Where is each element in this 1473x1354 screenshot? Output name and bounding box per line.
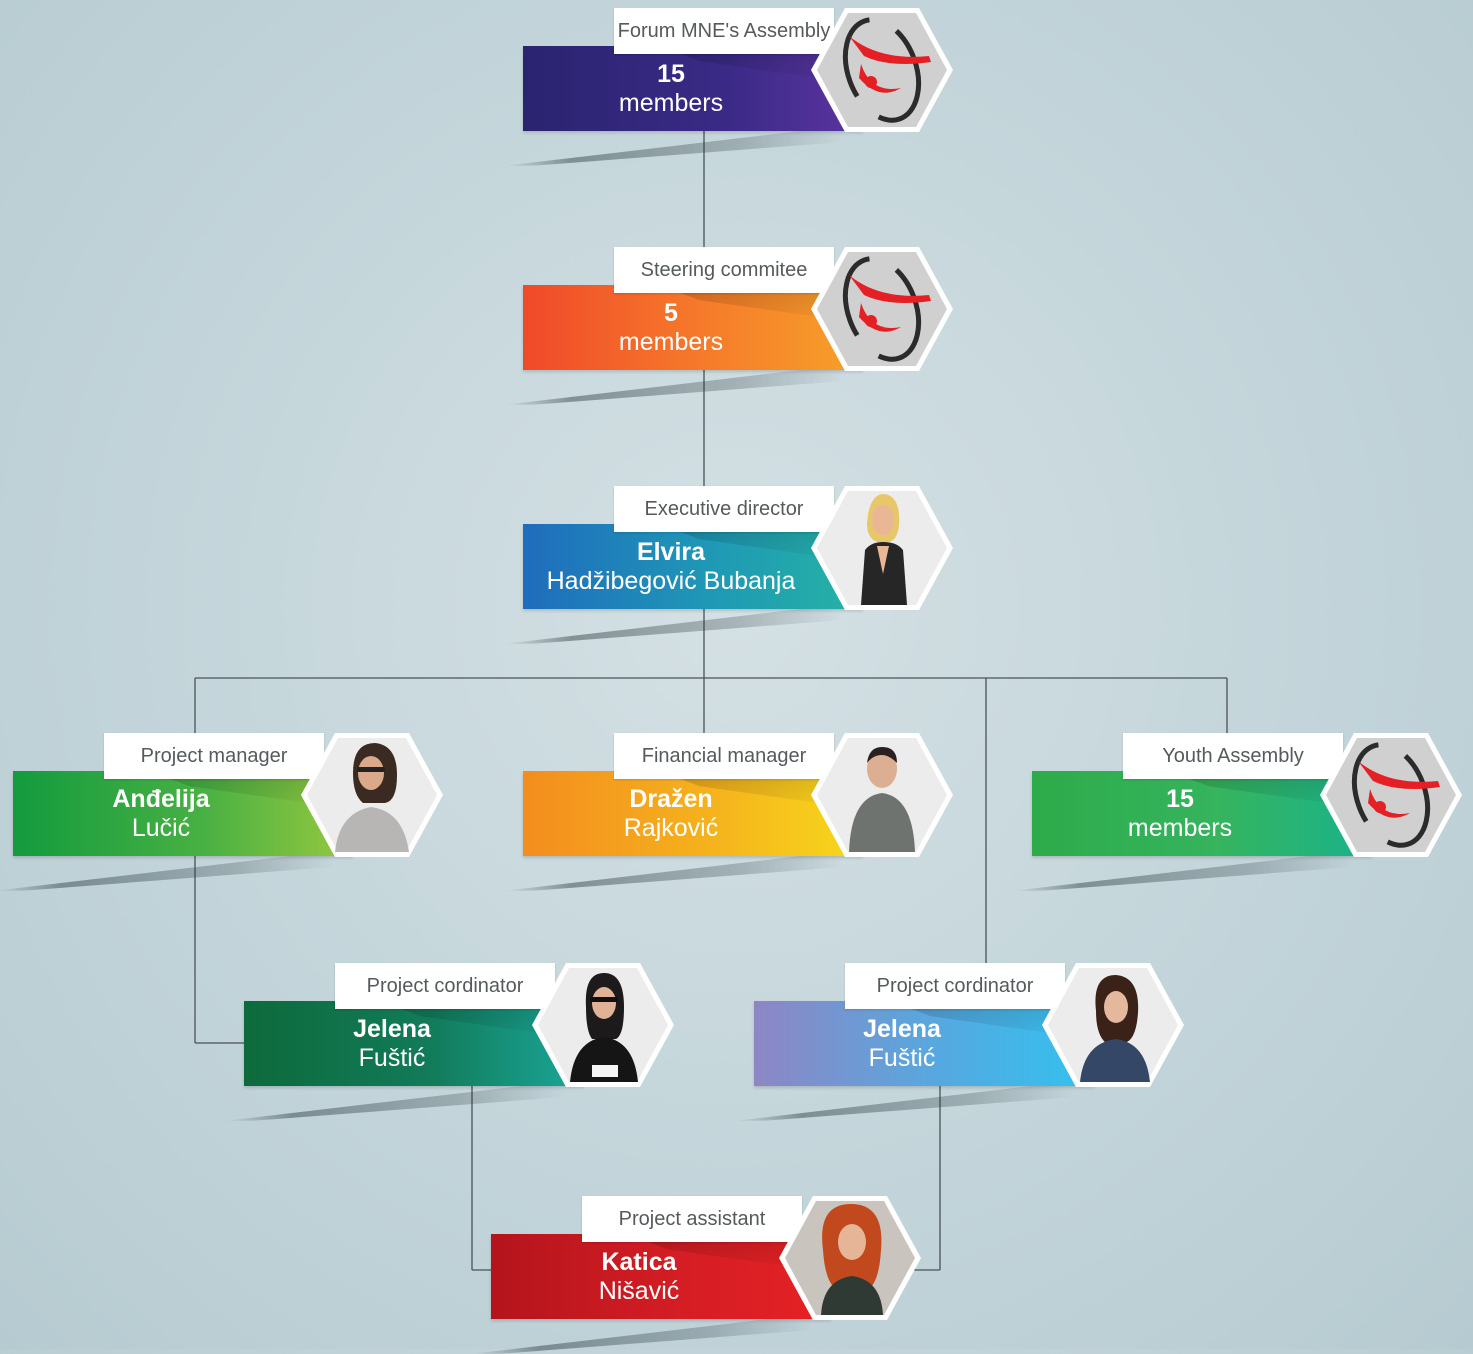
banner [523, 46, 863, 131]
banner [13, 771, 353, 856]
node-text: Katica Nišavić [491, 1234, 787, 1319]
member-count: 15 [657, 59, 685, 88]
node-text: Elvira Hadžibegović Bubanja [523, 524, 819, 609]
node-text: 15 members [523, 46, 819, 131]
member-unit: members [1127, 813, 1233, 842]
member-count: 15 [1166, 784, 1194, 813]
node-text: Jelena Fuštić [244, 1001, 540, 1086]
person-photo [811, 733, 953, 857]
person-last-name: Nišavić [598, 1276, 680, 1305]
person-last-name: Fuštić [868, 1043, 936, 1072]
banner [1032, 771, 1372, 856]
person-photo [1042, 963, 1184, 1087]
node-financial-manager: Financial manager Dražen Rajković [503, 733, 963, 891]
person-first-name: Jelena [863, 1014, 941, 1043]
banner [754, 1001, 1094, 1086]
banner [491, 1234, 831, 1319]
node-role-label: Project cordinator [335, 963, 555, 1009]
person-last-name: Hadžibegović Bubanja [546, 566, 796, 595]
person-last-name: Rajković [623, 813, 719, 842]
node-role-label: Project cordinator [845, 963, 1065, 1009]
member-unit: members [618, 88, 724, 117]
person-first-name: Elvira [636, 537, 706, 566]
node-text: Dražen Rajković [523, 771, 819, 856]
node-role-label: Project assistant [582, 1196, 802, 1242]
person-last-name: Lučić [131, 813, 191, 842]
node-executive-director: Executive director Elvira Hadžibegović B… [503, 486, 963, 644]
node-youth-assembly: Youth Assembly 15 members [1012, 733, 1472, 891]
node-text: 5 members [523, 285, 819, 370]
node-text: Anđelija Lučić [13, 771, 309, 856]
node-project-coordinator-left: Project cordinator Jelena Fuštić [224, 963, 684, 1121]
node-forum-assembly: Forum MNE's Assembly 15 members [503, 8, 963, 166]
banner [523, 285, 863, 370]
banner [244, 1001, 584, 1086]
member-count: 5 [664, 298, 678, 327]
node-project-coordinator-right: Project cordinator Jelena Fuštić [734, 963, 1194, 1121]
banner [523, 524, 863, 609]
logo-icon [1320, 733, 1462, 857]
banner [523, 771, 863, 856]
person-first-name: Anđelija [112, 784, 210, 813]
node-project-manager: Project manager Anđelija Lučić [0, 733, 453, 891]
node-role-label: Youth Assembly [1123, 733, 1343, 779]
member-unit: members [618, 327, 724, 356]
node-role-label: Forum MNE's Assembly [614, 8, 834, 54]
node-role-label: Financial manager [614, 733, 834, 779]
person-photo [301, 733, 443, 857]
person-photo [779, 1196, 921, 1320]
person-first-name: Dražen [629, 784, 713, 813]
node-role-label: Project manager [104, 733, 324, 779]
node-project-assistant: Project assistant Katica Nišavić [471, 1196, 931, 1354]
logo-icon [811, 8, 953, 132]
person-photo [811, 486, 953, 610]
node-role-label: Steering commitee [614, 247, 834, 293]
node-text: Jelena Fuštić [754, 1001, 1050, 1086]
node-text: 15 members [1032, 771, 1328, 856]
person-first-name: Katica [601, 1247, 677, 1276]
node-steering-committee: Steering commitee 5 members [503, 247, 963, 405]
node-role-label: Executive director [614, 486, 834, 532]
person-photo [532, 963, 674, 1087]
person-last-name: Fuštić [358, 1043, 426, 1072]
logo-icon [811, 247, 953, 371]
person-first-name: Jelena [353, 1014, 431, 1043]
